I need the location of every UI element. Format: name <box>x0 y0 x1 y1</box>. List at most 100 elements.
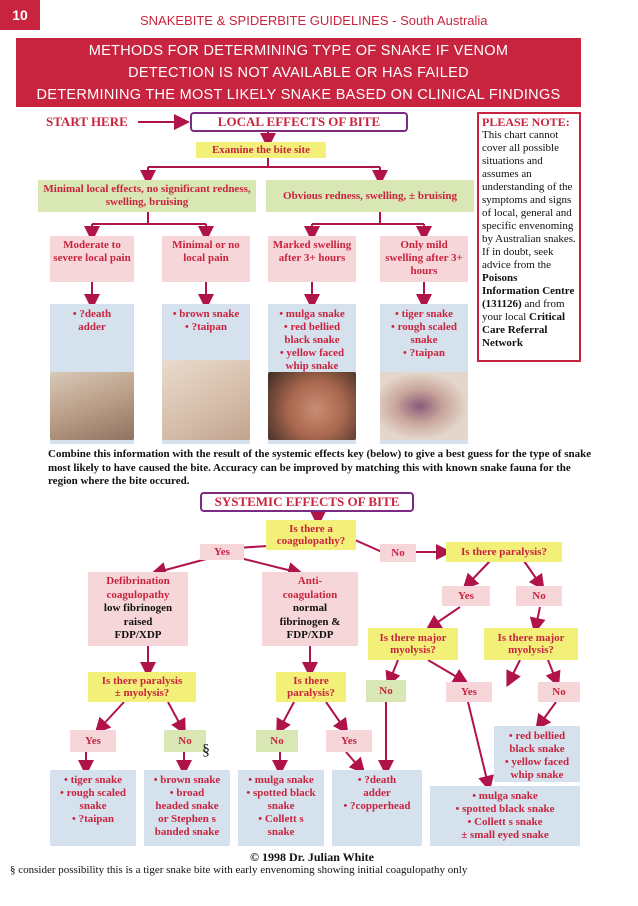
anticoag-line: FDP/XDP <box>286 629 334 641</box>
coag-q-line: coagulopathy? <box>276 535 346 547</box>
banner-line-3: DETERMINING THE MOST LIKELY SNAKE BASED … <box>36 87 561 103</box>
section-mark: § <box>202 742 210 759</box>
bite-photo-1 <box>50 372 134 440</box>
local-result-3-line: • mulga snake <box>279 308 345 320</box>
myolysis-right-no: No <box>538 682 580 702</box>
sr3-line: snake <box>267 826 295 838</box>
anticoag-line: coagulation <box>282 588 338 601</box>
examine-bite-site-box: Examine the bite site <box>196 142 326 158</box>
local-result-3-line: • yellow faced <box>279 347 345 359</box>
myolysis-question-left: Is there major myolysis? <box>368 628 458 660</box>
sr3-line: • spotted black <box>246 787 316 799</box>
bite-photo-4 <box>380 372 468 440</box>
sr4-line: adder <box>363 787 391 799</box>
paralysis-question-top: Is there paralysis? <box>446 542 562 562</box>
bite-photo-2 <box>162 360 250 440</box>
local-result-3-line: • red bellied <box>283 321 341 333</box>
defib-line: raised <box>123 615 153 628</box>
anticoagulation-box: Anti- coagulation normal fibrinogen & FD… <box>262 572 358 646</box>
local-result-1-line: adder <box>78 321 106 333</box>
note-body: This chart cannot cover all possible sit… <box>482 129 576 271</box>
ip-q-line: Is there <box>293 675 329 687</box>
local-result-1-line: • ?death <box>72 308 112 320</box>
banner-line-1: METHODS FOR DETERMINING TYPE OF SNAKE IF… <box>88 43 509 59</box>
footnote: § consider possibility this is a tiger s… <box>10 864 468 876</box>
bite-photo-3 <box>268 372 356 440</box>
myolysis-question-right: Is there major myolysis? <box>484 628 578 660</box>
mild-swelling-box: Only mild swelling after 3+ hours <box>380 236 468 282</box>
sr2-line: banded snake <box>154 826 220 838</box>
pm-yes: Yes <box>70 730 116 752</box>
sr6-line: • mulga snake <box>472 790 538 802</box>
ip-q-line: paralysis? <box>287 687 335 699</box>
minimal-no-pain-box: Minimal or no local pain <box>162 236 250 282</box>
combine-instructions: Combine this information with the result… <box>48 448 592 487</box>
local-result-4-line: • ?taipan <box>402 347 446 359</box>
sr3-line: • mulga snake <box>248 774 314 786</box>
note-heading: PLEASE NOTE: <box>482 115 570 129</box>
start-here-label: START HERE <box>46 114 128 129</box>
note-mid: and from your local <box>482 298 565 323</box>
ip-yes: Yes <box>326 730 372 752</box>
defibrination-box: Defibrination coagulopathy low fibrinoge… <box>88 572 188 646</box>
sr2-line: headed snake <box>155 800 219 812</box>
sr2-line: or Stephen s <box>158 813 216 825</box>
myolysis-q-line: myolysis? <box>508 644 554 656</box>
running-header: SNAKEBITE & SPIDERBITE GUIDELINES - Sout… <box>140 13 488 28</box>
anticoag-line: Anti- <box>297 575 323 587</box>
sr5-line: • red bellied <box>508 730 566 742</box>
local-effects-title: LOCAL EFFECTS OF BITE <box>190 112 408 132</box>
paralysis-no: No <box>516 586 562 606</box>
sr1-line: • tiger snake <box>63 774 123 786</box>
banner-line-2: DETECTION IS NOT AVAILABLE OR HAS FAILED <box>128 65 469 81</box>
sr4-line: • ?death <box>357 774 397 786</box>
sr6-line: • Collett s snake <box>467 816 543 828</box>
is-paralysis-question: Is there paralysis? <box>276 672 346 702</box>
local-result-3-line: black snake <box>284 334 340 346</box>
sr6-line: ± small eyed snake <box>461 829 549 841</box>
sr1-line: • rough scaled <box>60 787 126 799</box>
sr2-line: • broad <box>169 787 205 799</box>
local-result-2-line: • ?taipan <box>184 321 228 333</box>
coag-yes: Yes <box>200 544 244 560</box>
coag-no: No <box>380 544 416 562</box>
sr5-line: black snake <box>509 743 565 755</box>
defib-line: coagulopathy <box>106 588 170 601</box>
paralysis-myolysis-question: Is there paralysis ± myolysis? <box>88 672 196 702</box>
systemic-result-2: • brown snake • broad headed snake or St… <box>144 770 230 846</box>
defib-line: Defibrination <box>106 575 170 587</box>
sr3-line: snake <box>267 800 295 812</box>
systemic-result-1: • tiger snake • rough scaled snake • ?ta… <box>50 770 136 846</box>
systemic-result-6: • mulga snake • spotted black snake • Co… <box>430 786 580 846</box>
systemic-result-3: • mulga snake • spotted black snake • Co… <box>238 770 324 846</box>
paralysis-yes: Yes <box>442 586 490 606</box>
defib-line: low fibrinogen <box>103 602 173 614</box>
local-result-4-line: snake <box>410 334 438 346</box>
obvious-local-effects-box: Obvious redness, swelling, ± bruising <box>266 180 474 212</box>
local-result-3-line: whip snake <box>285 360 339 372</box>
note-referral-network: Critical Care Referral Network <box>482 311 566 349</box>
myolysis-q-line: myolysis? <box>390 644 436 656</box>
myolysis-left-no: No <box>366 680 406 702</box>
local-result-4-line: • tiger snake <box>394 308 454 320</box>
anticoag-line: fibrinogen & <box>279 615 341 628</box>
coag-q-line: Is there a <box>289 523 333 535</box>
pm-q-line: ± myolysis? <box>114 687 170 699</box>
local-result-4-line: • rough scaled <box>391 321 457 333</box>
defib-line: FDP/XDP <box>114 629 162 641</box>
sr1-line: snake <box>79 800 107 812</box>
copyright: © 1998 Dr. Julian White <box>250 850 374 864</box>
sr6-line: • spotted black snake <box>455 803 555 815</box>
pm-q-line: Is there paralysis <box>101 675 183 687</box>
systemic-result-5: • red bellied black snake • yellow faced… <box>494 726 580 782</box>
note-poisons-centre: Poisons Information Centre (131126) <box>482 272 575 310</box>
sr2-line: • brown snake <box>153 774 221 786</box>
anticoag-line: normal <box>292 602 328 614</box>
myolysis-right-yes: Yes <box>446 682 492 702</box>
moderate-severe-pain-box: Moderate to severe local pain <box>50 236 134 282</box>
ip-no: No <box>256 730 298 752</box>
pm-no: No <box>164 730 206 752</box>
marked-swelling-box: Marked swelling after 3+ hours <box>268 236 356 282</box>
myolysis-q-line: Is there major <box>497 632 565 644</box>
sr3-line: • Collett s <box>258 813 304 825</box>
